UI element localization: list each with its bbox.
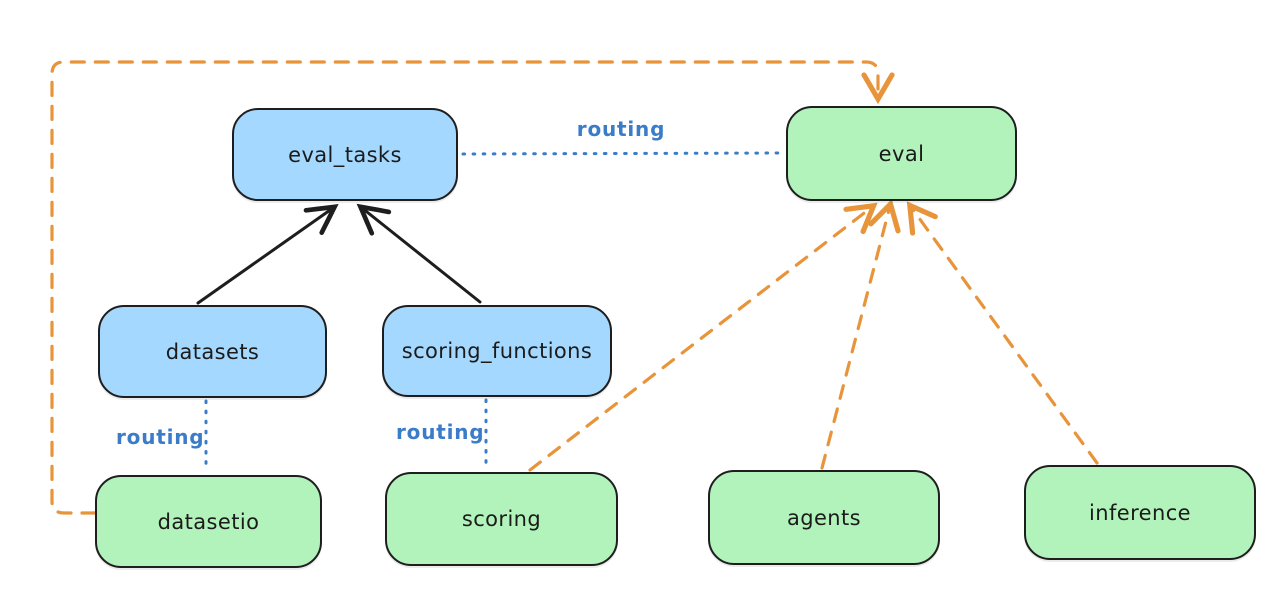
node-scoring-functions-label: scoring_functions <box>401 339 593 363</box>
edge-datasets-to-eval-tasks <box>196 204 339 305</box>
node-agents: agents <box>708 470 940 565</box>
edge-scoring-functions-to-eval-tasks <box>356 203 482 304</box>
node-scoring-functions: scoring_functions <box>382 305 612 397</box>
node-eval-tasks: eval_tasks <box>232 108 458 201</box>
node-inference: inference <box>1024 465 1256 560</box>
node-datasets: datasets <box>98 305 327 398</box>
node-agents-label: agents <box>786 505 861 530</box>
edge-scoring-to-eval <box>528 202 878 472</box>
edge-label-routing-eval-tasks-eval: routing <box>576 117 666 141</box>
node-scoring: scoring <box>385 472 618 566</box>
node-datasets-label: datasets <box>165 339 260 364</box>
node-datasetio-label: datasetio <box>157 509 260 534</box>
edge-inference-to-eval <box>906 201 1099 465</box>
node-scoring-label: scoring <box>461 507 542 531</box>
edge-agents-to-eval <box>820 199 901 470</box>
node-eval-tasks-label: eval_tasks <box>288 142 402 167</box>
node-eval: eval <box>786 106 1017 201</box>
node-datasetio: datasetio <box>95 475 322 568</box>
edge-label-routing-scoring-functions-scoring: routing <box>396 420 485 444</box>
edge-datasetio-to-eval <box>50 60 895 515</box>
node-eval-label: eval <box>878 141 925 166</box>
edge-eval-tasks-to-eval <box>461 151 788 156</box>
node-inference-label: inference <box>1089 500 1191 525</box>
edge-label-routing-datasets-datasetio: routing <box>116 425 205 449</box>
